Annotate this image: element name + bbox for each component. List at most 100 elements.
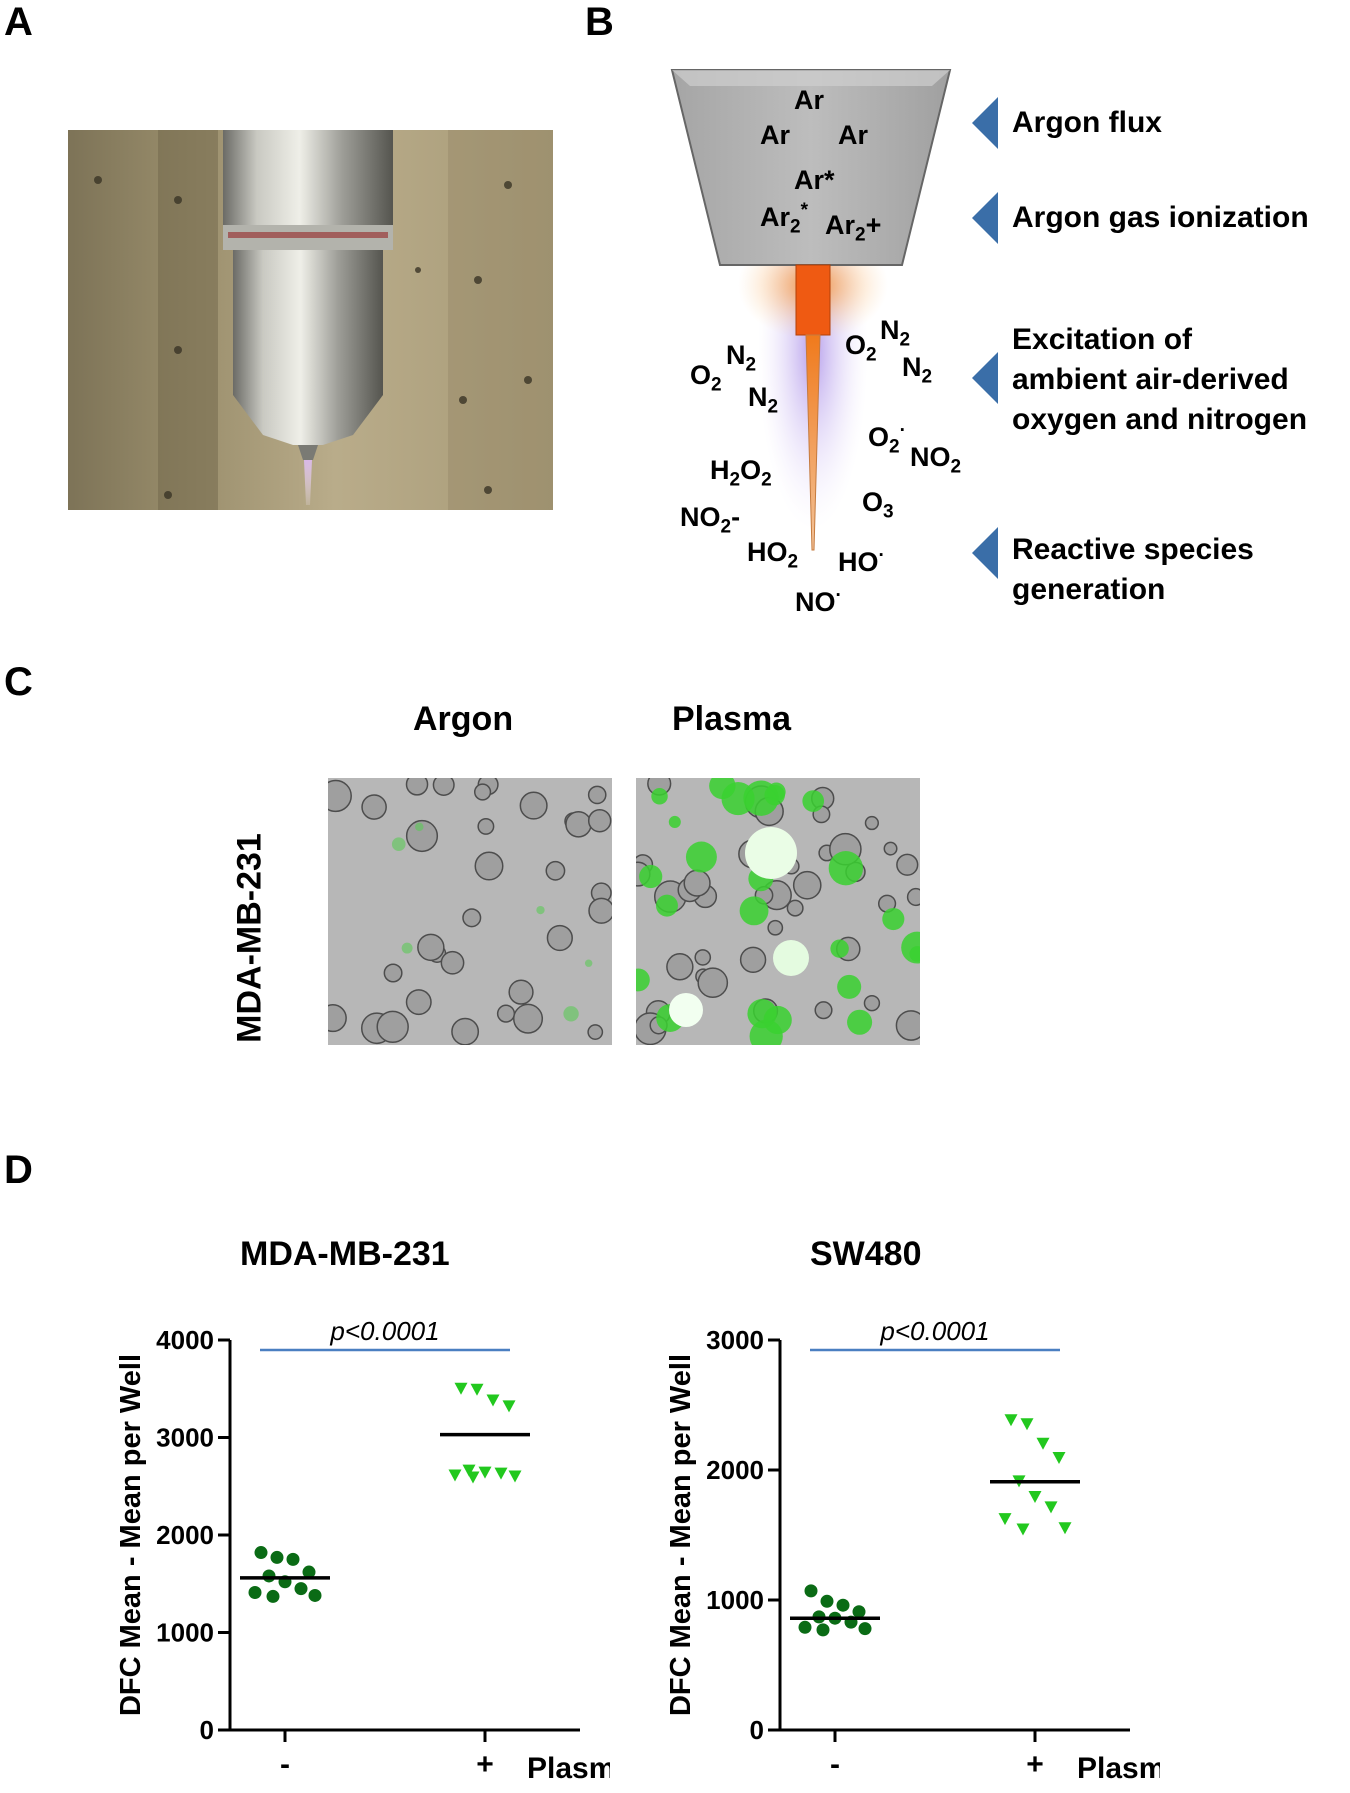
cell (451, 1017, 480, 1045)
data-point-plasma (1016, 1523, 1030, 1536)
panel-label-b: B (585, 0, 614, 44)
cell (786, 899, 804, 917)
species-n2-right-bottom: N2 (902, 352, 933, 388)
data-point-control (816, 1623, 830, 1637)
fluorescent-cell (909, 946, 920, 962)
fluorescent-cell (636, 968, 650, 992)
cell (895, 1010, 920, 1041)
cell (405, 989, 432, 1016)
species-o2-radical: O2· (868, 420, 906, 458)
fluorescent-cell (584, 959, 593, 967)
arrow-left-icon (972, 192, 998, 244)
data-point-plasma (478, 1466, 492, 1479)
column-title-argon: Argon (413, 700, 514, 738)
species-no2-right: NO2 (910, 442, 962, 478)
cell (473, 783, 492, 801)
data-point-plasma (1058, 1522, 1072, 1535)
data-point-plasma (466, 1471, 480, 1484)
data-point-control (302, 1565, 316, 1579)
data-point-control (294, 1582, 308, 1596)
cell (405, 778, 429, 796)
y-tick-label: 3000 (156, 1423, 214, 1453)
y-tick-label: 0 (750, 1715, 764, 1745)
data-point-plasma (1020, 1418, 1034, 1431)
cell (587, 1024, 604, 1040)
cell (440, 950, 465, 975)
species-ho-radical: HO· (838, 545, 885, 577)
species-o2-left: O2 (690, 360, 722, 396)
data-point-plasma (1028, 1491, 1042, 1503)
fluorescent-cell (391, 837, 406, 852)
cell (546, 924, 573, 952)
plasma-torch-diagram (670, 69, 952, 551)
x-tick-label: - (830, 1748, 840, 1781)
data-point-plasma (462, 1464, 476, 1477)
species-no-radical: NO· (795, 585, 842, 617)
fluorescent-cell (415, 822, 424, 832)
y-tick-label: 0 (200, 1715, 214, 1745)
fluorescent-cell (536, 905, 545, 915)
y-axis-label: DFC Mean - Mean per Well (665, 1354, 697, 1716)
y-tick-label: 2000 (156, 1520, 214, 1550)
cell (328, 779, 352, 813)
data-point-control (254, 1546, 268, 1560)
cell (588, 897, 612, 924)
fluorescent-cell (882, 907, 905, 931)
cell (697, 967, 729, 999)
cell (587, 785, 607, 805)
cell (361, 794, 387, 820)
p-value-label: p<0.0001 (329, 1316, 439, 1346)
data-point-control (820, 1594, 834, 1608)
fluorescent-cell (709, 778, 736, 800)
y-tick-label: 4000 (156, 1325, 214, 1355)
annotation-excitation-line-3: oxygen and nitrogen (1012, 403, 1308, 436)
data-point-plasma (1004, 1414, 1018, 1427)
row-label-cell-line: MDA-MB-231 (230, 833, 269, 1043)
cell (462, 908, 482, 928)
annotation-reactive-line-1: Reactive species (1012, 533, 1254, 566)
cell (417, 933, 445, 962)
cell (694, 949, 712, 966)
bright-cell-cluster (669, 993, 703, 1027)
species-o3: O3 (862, 487, 894, 523)
species-ar-star: Ar* (794, 165, 835, 195)
data-point-control (286, 1552, 300, 1566)
arrow-left-icon (972, 97, 998, 149)
x-group-label: Plasma (1077, 1752, 1160, 1785)
cell (883, 841, 898, 856)
fluorescent-cell (828, 851, 863, 886)
fluorescent-cell (830, 939, 849, 958)
annotation-excitation-line-2: ambient air-derived (1012, 363, 1289, 396)
data-point-plasma (470, 1383, 484, 1396)
micrograph-argon (328, 778, 612, 1045)
panel-label-c: C (4, 660, 33, 704)
species-ar-3: Ar (838, 120, 869, 150)
cell (863, 994, 881, 1012)
chart-title-sw480: SW480 (810, 1235, 922, 1273)
cell (513, 1003, 544, 1034)
species-ho2: HO2 (747, 537, 799, 573)
y-tick-label: 1000 (156, 1618, 214, 1648)
fluorescent-cell (563, 1006, 579, 1022)
cell (405, 819, 439, 853)
species-n2-right-top: N2 (880, 315, 911, 351)
y-axis-label: DFC Mean - Mean per Well (115, 1354, 147, 1716)
torch-nozzle (795, 264, 831, 336)
species-h2o2: H2O2 (710, 455, 772, 491)
data-point-control (798, 1620, 812, 1634)
x-group-label: Plasma (527, 1752, 610, 1785)
species-ar2-star: Ar2* (760, 200, 808, 238)
data-point-control (270, 1550, 284, 1564)
fluorescent-cell (651, 788, 668, 805)
fluorescent-cell (847, 1009, 873, 1035)
cell (565, 810, 592, 838)
bright-cell-cluster (773, 940, 809, 976)
annotation-reactive-line-2: generation (1012, 573, 1166, 606)
fluorescent-cell (802, 790, 825, 812)
fluorescent-cell (401, 942, 413, 954)
data-point-plasma (494, 1467, 508, 1480)
species-n2-left-bottom: N2 (748, 382, 779, 418)
micrograph-plasma-image (636, 778, 920, 1045)
